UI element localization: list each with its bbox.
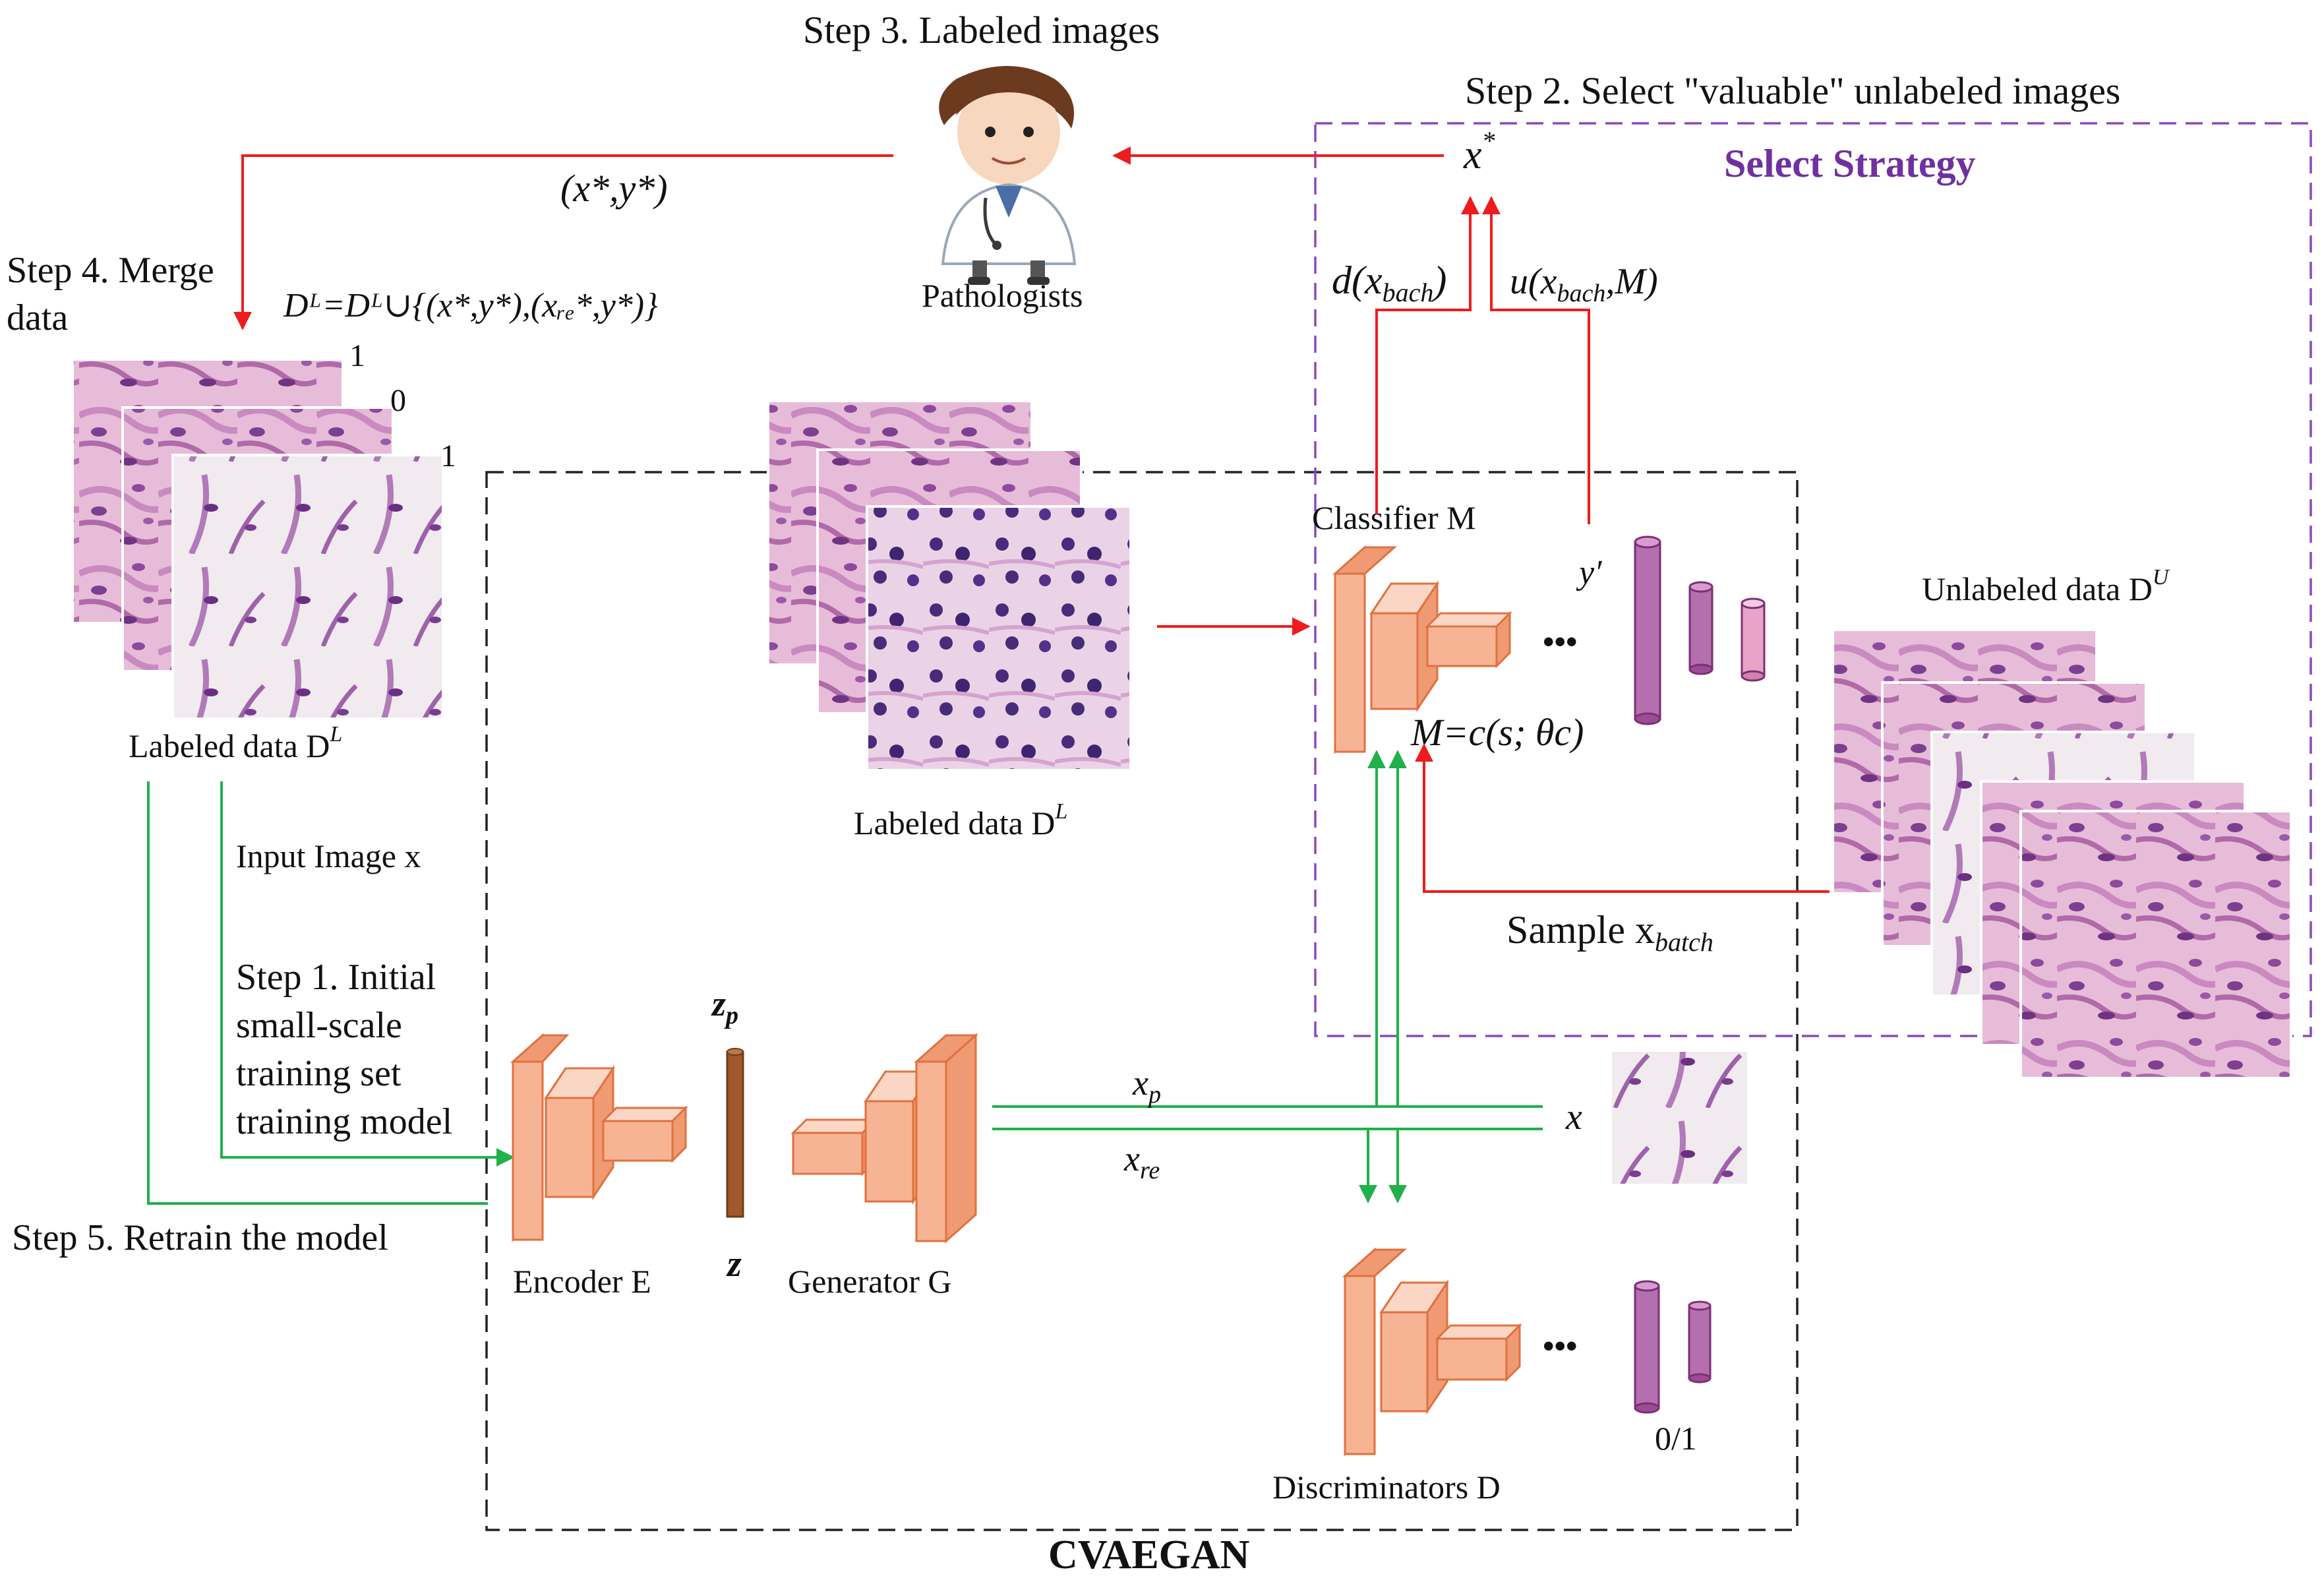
- step1-line1: Step 1. Initial: [236, 957, 436, 998]
- diagram-title: CVAEGAN: [1048, 1533, 1249, 1577]
- cvaegan-frame: [485, 471, 1799, 1531]
- x-star: x*: [1463, 126, 1495, 177]
- pair-label: (x*,y*): [560, 167, 668, 210]
- encoder-block: [510, 1033, 688, 1242]
- disc-cylinders: [1634, 1280, 1712, 1414]
- latent-bar: [726, 1048, 744, 1218]
- discriminator-block: [1342, 1247, 1522, 1457]
- pathologists-label: Pathologists: [922, 277, 1083, 314]
- step4-text-line1: Step 4. Merge: [7, 250, 214, 291]
- classifier-cylinders: [1634, 535, 1766, 725]
- labeled-stack-left: [71, 358, 444, 720]
- generator-block: [790, 1033, 978, 1244]
- z-label: z: [726, 1244, 742, 1285]
- generator-label: Generator G: [788, 1263, 952, 1300]
- arrow-u-to-xstar: [1482, 196, 1590, 524]
- select-strategy-title: Select Strategy: [1724, 142, 1976, 185]
- x-real-label: x: [1565, 1097, 1582, 1138]
- step1-line4: training model: [236, 1101, 452, 1142]
- classifier-block: [1332, 545, 1512, 754]
- step3-text: Step 3. Labeled images: [803, 9, 1160, 51]
- zp-label: zp: [711, 984, 738, 1029]
- unlabeled-data-label: Unlabeled data DU: [1922, 565, 2170, 607]
- d-function: d(xbach): [1332, 259, 1446, 307]
- arrow-sample-to-classifier: [1415, 743, 1830, 893]
- disc-ellipsis: •••: [1543, 1327, 1578, 1364]
- real-sample-thumbnail: [1612, 1052, 1747, 1184]
- encoder-label: Encoder E: [513, 1263, 651, 1300]
- labeled-data-center-label: Labeled data DL: [854, 799, 1067, 841]
- arrow-pathologist-to-merge: [233, 154, 893, 330]
- select-strategy-frame: [1314, 122, 2312, 1037]
- step2-text: Step 2. Select "valuable" unlabeled imag…: [1465, 69, 2120, 112]
- arrow-step1-to-encoder: [220, 781, 515, 1167]
- labeled-data-left-label: Labeled data DL: [129, 722, 342, 764]
- arrow-step5-to-encoder: [147, 781, 488, 1205]
- input-image-label: Input Image x: [236, 837, 421, 874]
- labeled-stack-center: [767, 400, 1132, 772]
- classifier-label: Classifier M: [1312, 499, 1476, 536]
- pathologist-icon: [939, 66, 1077, 285]
- stack-label-1a: 1: [349, 338, 365, 373]
- stack-label-1b: 1: [440, 439, 456, 473]
- stack-label-0: 0: [390, 383, 406, 418]
- discriminators-label: Discriminators D: [1272, 1469, 1501, 1506]
- step1-line3: training set: [236, 1053, 402, 1094]
- u-function: u(xbach,M): [1510, 261, 1658, 307]
- xp-label: xp: [1132, 1063, 1161, 1109]
- disc-output-label: 0/1: [1655, 1420, 1697, 1457]
- classifier-ellipsis: •••: [1543, 623, 1578, 660]
- y-prime: y′: [1576, 554, 1603, 592]
- arrow-d-to-xstar: [1375, 196, 1479, 514]
- unlabeled-stack: [1832, 628, 2292, 1080]
- sample-label: Sample xbatch: [1506, 908, 1713, 957]
- step1-line2: small-scale: [236, 1005, 402, 1046]
- merge-equation: Dᴸ=Dᴸ∪{(x*,y*),(xᵣₑ*,y*)}: [283, 287, 658, 324]
- step5-text: Step 5. Retrain the model: [12, 1217, 388, 1258]
- classifier-equation: M=c(s; θc): [1410, 711, 1584, 754]
- step4-text-line2: data: [7, 297, 68, 338]
- xre-label: xre: [1123, 1139, 1160, 1184]
